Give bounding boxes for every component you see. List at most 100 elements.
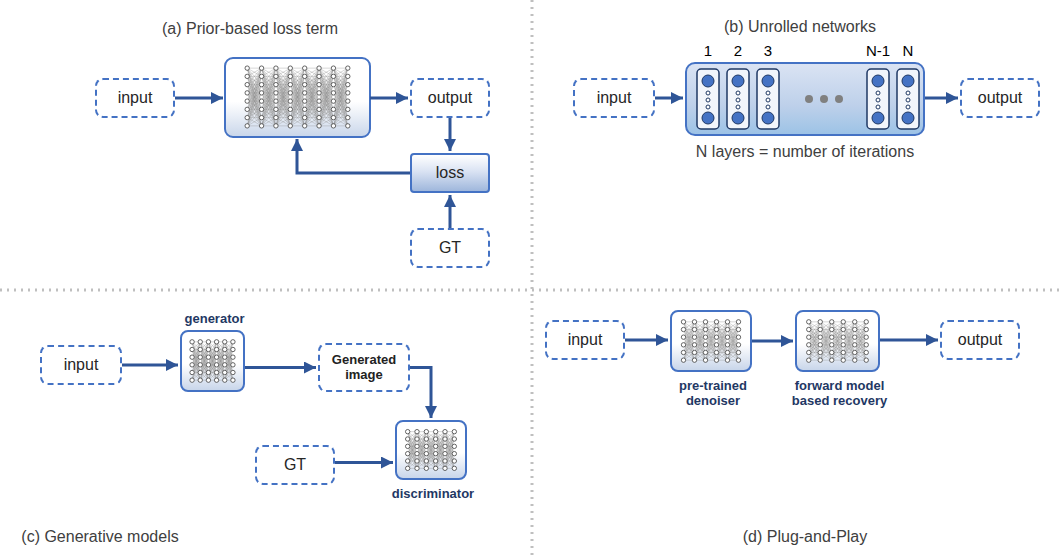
network-neuron [206, 378, 210, 382]
network-neuron [681, 358, 685, 362]
flow-arrow [655, 97, 683, 100]
flow-arrow [449, 118, 452, 151]
network-neuron [714, 350, 718, 354]
network-neuron [288, 115, 292, 119]
network-neuron [433, 444, 437, 448]
panel-separator [0, 289, 1064, 292]
network-neuron [443, 429, 447, 433]
network-neuron [331, 99, 335, 103]
network-neuron [274, 66, 278, 70]
network-neuron [317, 82, 321, 86]
network-neuron [231, 347, 235, 351]
network-neuron [692, 350, 696, 354]
network-neuron [274, 107, 278, 111]
network-neuron [405, 429, 409, 433]
network-neuron [317, 99, 321, 103]
network-neuron [346, 66, 350, 70]
network-neuron [703, 358, 707, 362]
network-neuron [317, 115, 321, 119]
data-box: input [95, 78, 175, 118]
network-neuron [245, 91, 249, 95]
network-neuron [692, 327, 696, 331]
network-neuron [433, 459, 437, 463]
network-neuron [830, 350, 834, 354]
network-neuron [692, 335, 696, 339]
network-neuron [223, 340, 227, 344]
panel-separator [531, 0, 534, 557]
network-neuron [288, 66, 292, 70]
network-link [247, 68, 261, 109]
network-neuron [736, 335, 740, 339]
network-neuron [190, 347, 194, 351]
data-box: input [545, 320, 625, 360]
network-neuron [245, 82, 249, 86]
layer-number: 2 [718, 42, 758, 59]
network-link [305, 101, 319, 126]
network-neuron [214, 340, 218, 344]
network-neuron [681, 335, 685, 339]
network-neuron [807, 327, 811, 331]
network-neuron [190, 363, 194, 367]
network-link [262, 85, 276, 126]
network-neuron [714, 320, 718, 324]
network-neuron [302, 107, 306, 111]
network-neuron [415, 459, 419, 463]
network-neuron [415, 429, 419, 433]
network-neuron [274, 91, 278, 95]
network-link [706, 337, 717, 360]
network-illustration [797, 312, 878, 370]
network-link [276, 101, 290, 126]
network-neuron [424, 451, 428, 455]
network-neuron [424, 459, 428, 463]
network-neuron [259, 66, 263, 70]
data-box: input [573, 78, 655, 118]
network-neuron [424, 444, 428, 448]
network-link [247, 101, 261, 126]
network-neuron [807, 358, 811, 362]
network-link [225, 357, 233, 380]
network-neuron [415, 466, 419, 470]
network-neuron [245, 124, 249, 128]
network-box [225, 58, 370, 137]
network-link [200, 357, 208, 380]
network-neuron [346, 107, 350, 111]
layer-column [867, 69, 889, 129]
network-neuron [864, 320, 868, 324]
network-neuron [259, 74, 263, 78]
flow-arrow [370, 97, 408, 100]
network-neuron [190, 340, 194, 344]
network-neuron [245, 66, 249, 70]
network-link [262, 68, 276, 109]
network-neuron [433, 429, 437, 433]
component-label: forward model based recovery [780, 379, 900, 409]
network-illustration [672, 312, 750, 370]
network-neuron [331, 66, 335, 70]
network-neuron [725, 320, 729, 324]
network-neuron [231, 340, 235, 344]
network-link [290, 101, 304, 126]
flow-arrow [449, 195, 452, 228]
flow-arrow [245, 366, 316, 369]
network-neuron [346, 99, 350, 103]
network-link [290, 85, 304, 126]
box-label: input [114, 89, 157, 107]
network-neuron [223, 378, 227, 382]
network-link [728, 337, 739, 360]
network-neuron [317, 91, 321, 95]
network-neuron [259, 91, 263, 95]
feedback-arrow [297, 139, 410, 173]
network-link [276, 68, 290, 109]
data-box: input [40, 345, 122, 385]
network-neuron [443, 444, 447, 448]
network-link [290, 68, 304, 109]
network-link [276, 85, 290, 126]
box-label: loss [432, 164, 468, 182]
network-neuron [433, 451, 437, 455]
network-neuron [346, 74, 350, 78]
network-link [305, 85, 319, 126]
network-neuron [443, 451, 447, 455]
flow-arrow [175, 97, 223, 100]
network-link [305, 85, 319, 126]
network-neuron [405, 459, 409, 463]
network-link [408, 446, 417, 468]
